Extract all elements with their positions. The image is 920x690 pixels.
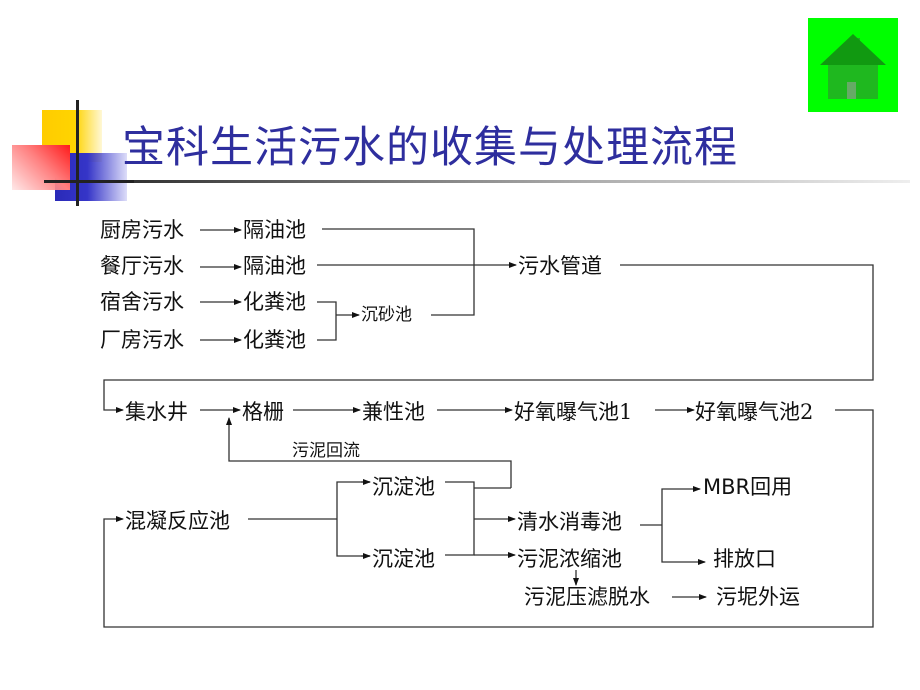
title-underline [70,180,910,183]
coagulation-tank: 混凝反应池 [125,509,230,533]
home-button[interactable] [808,18,898,112]
settling-tank-1: 沉淀池 [372,475,435,499]
sludge-return-label: 污泥回流 [292,441,360,461]
sewer-pipe: 污水管道 [518,254,602,278]
slide-title: 宝科生活污水的收集与处理流程 [122,123,738,173]
bar-screen: 格栅 [242,400,284,424]
decor-vertical-line [76,100,79,206]
sludge-thickener: 污泥浓缩池 [517,547,622,571]
clear-water-disinfection-tank: 清水消毒池 [517,510,622,534]
sludge-filter-press: 污泥压滤脱水 [524,585,650,609]
sludge-transport: 污坭外运 [716,585,800,609]
source-kitchen-wastewater: 厨房污水 [100,218,184,242]
source-canteen-wastewater: 餐厅污水 [100,254,184,278]
discharge-outlet: 排放口 [713,547,776,571]
septic-tank-1: 化粪池 [243,290,306,314]
grease-trap-1: 隔油池 [243,218,306,242]
settling-tank-2: 沉淀池 [372,547,435,571]
septic-tank-2: 化粪池 [243,328,306,352]
mbr-reuse: MBR回用 [703,475,793,499]
grease-trap-2: 隔油池 [243,254,306,278]
decor-horizontal-line [44,180,134,183]
sand-settling-tank: 沉砂池 [361,305,412,325]
house-icon [820,34,886,99]
aeration-tank-2: 好氧曝气池2 [695,400,814,424]
source-factory-wastewater: 厂房污水 [100,328,184,352]
source-dorm-wastewater: 宿舍污水 [100,290,184,314]
facultative-tank: 兼性池 [362,400,425,424]
collection-well: 集水井 [125,400,188,424]
aeration-tank-1: 好氧曝气池1 [514,400,633,424]
